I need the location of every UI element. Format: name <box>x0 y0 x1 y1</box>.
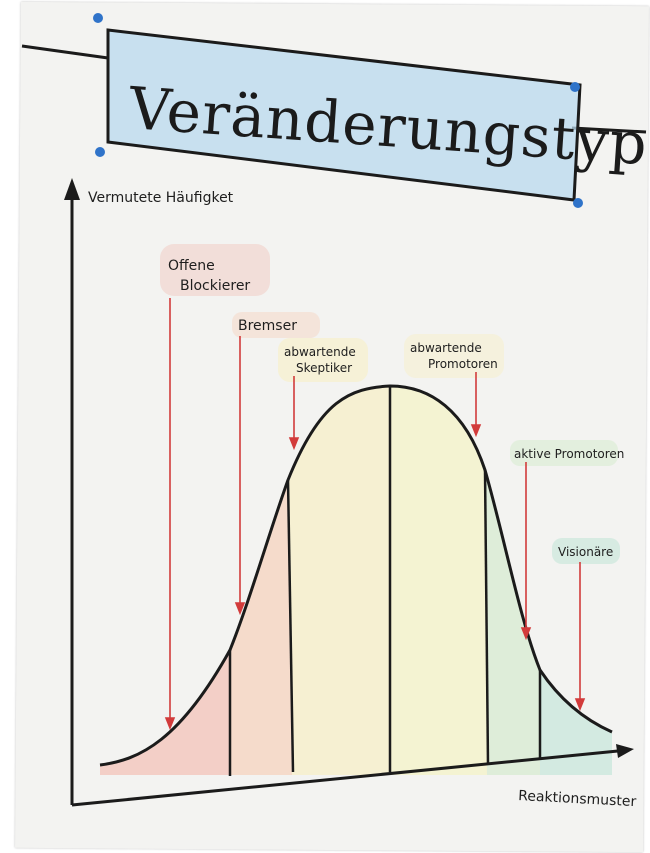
segment-fill-aktive-promotoren <box>485 470 540 775</box>
segment-fill-bremser <box>230 480 292 775</box>
label-highlight <box>404 334 504 378</box>
title-rule-right <box>571 126 647 134</box>
segment-divider <box>286 479 295 773</box>
label-highlight <box>552 538 620 564</box>
arrow-head-icon <box>574 698 586 712</box>
y-axis-arrow-icon <box>64 178 80 200</box>
label-highlight <box>232 312 320 338</box>
segment-label: Offene <box>168 258 215 274</box>
segment-label: aktive Promotoren <box>514 447 624 461</box>
segment-fill-abwartende-skeptiker <box>288 386 390 775</box>
arrow-head-icon <box>288 437 300 451</box>
arrow-head-icon <box>470 424 482 438</box>
label-highlight <box>278 338 368 382</box>
segment-label: Bremser <box>238 318 297 334</box>
arrow-head-icon <box>234 602 246 616</box>
segment-label: Skeptiker <box>296 361 352 375</box>
arrow-head-icon <box>520 627 532 641</box>
segment-label: Promotoren <box>428 357 498 371</box>
pin-icon <box>95 147 105 157</box>
label-highlight <box>160 244 270 296</box>
segment-label: abwartende <box>284 345 356 359</box>
title-rule-left <box>21 44 109 60</box>
x-axis-label: Reaktionsmuster <box>518 788 637 810</box>
x-axis <box>71 748 629 807</box>
label-highlight <box>510 440 618 466</box>
segment-fill-offene-blockierer <box>100 650 230 775</box>
segment-fill-visionaere <box>540 670 612 775</box>
segment-label: Blockierer <box>180 278 250 294</box>
segment-fill-abwartende-promotoren <box>390 386 487 775</box>
segment-divider <box>483 469 490 766</box>
pin-icon <box>570 82 580 92</box>
arrow-head-icon <box>164 717 176 731</box>
pin-icon <box>93 13 103 23</box>
segment-label: abwartende <box>410 341 482 355</box>
x-axis-arrow-icon <box>616 744 634 758</box>
segment-label: Visionäre <box>558 545 613 559</box>
pin-icon <box>573 198 583 208</box>
y-axis-label: Vermutete Häufigket <box>88 190 234 206</box>
